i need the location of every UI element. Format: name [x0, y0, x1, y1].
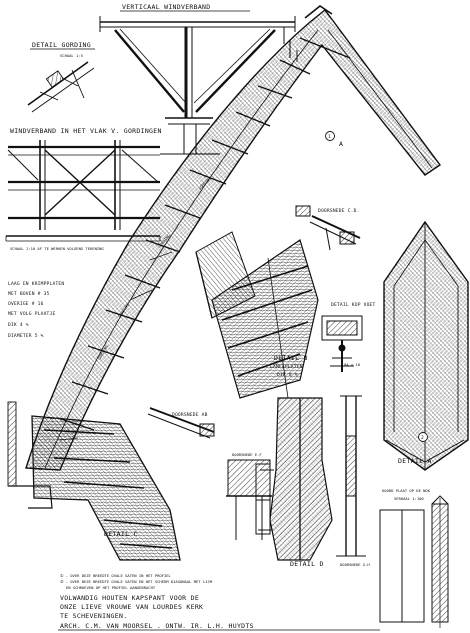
title-line-1: VOLWANDIG HOUTEN KAPSPANT VOOR DE [60, 594, 199, 602]
section-cd [295, 205, 361, 251]
label-schaal-gording: SCHAAL 1:5 [60, 53, 83, 58]
label-verhouding: VERHAAL 1:100 [394, 496, 424, 501]
mark-a-top: A [339, 140, 343, 148]
purlin-detail [27, 61, 95, 113]
head-foot-detail [321, 315, 363, 372]
callout-1-top: 1 A [325, 131, 343, 148]
label-doorsnede-cd: DOORSNEDE C.D. [318, 208, 360, 214]
svg-text:DETAIL B: DETAIL B [274, 354, 308, 362]
label-verticaal-windverband: VERTICAAL WINDVERBAND [122, 3, 210, 11]
svg-text:DIK 8 %: DIK 8 % [277, 372, 298, 378]
svg-text:1: 1 [328, 134, 331, 140]
title-line-2: ONZE LIEVE VROUWE VAN LOURDES KERK [60, 603, 203, 611]
detail-b-label: DETAIL B LAMELPLATEN DIK 8 % [270, 354, 308, 378]
section-ab [147, 407, 215, 439]
svg-text:LAMELPLATEN: LAMELPLATEN [270, 364, 303, 370]
center-panel [195, 231, 256, 319]
title-block: VOLWANDIG HOUTEN KAPSPANT VOOR DE ONZE L… [58, 594, 380, 631]
section-ef [226, 459, 272, 540]
note-1: ① - OVER DEZE BREEDTE OVALE GATEN IN HET… [60, 573, 172, 578]
lagen-line-3: MET VOLG PLAATJE [8, 311, 55, 317]
label-detail-a: DETAIL A [398, 457, 432, 465]
lamella-spec-list: LAAG EN KRIMPPLATEN MET BOVEN # 35 OVERI… [8, 281, 64, 339]
lagen-title: LAAG EN KRIMPPLATEN [8, 281, 64, 287]
svg-text:2: 2 [421, 435, 424, 441]
ridge-plate-detail [379, 495, 449, 628]
vertical-column-detail [336, 395, 366, 557]
lagen-line-4: DIK 4 % [8, 322, 29, 328]
detail-d [255, 397, 333, 561]
label-detail-kop: DETAIL KOP VOET [331, 302, 376, 308]
label-detail-gording: DETAIL GORDING [32, 41, 91, 49]
note-2: ② - OVER DEZE BREEDTE OVALE GATEN EN HET… [60, 579, 213, 584]
label-dimension-note: SCHAAL 1:10 AF TE WERKEN VOLGENS TEKENIN… [10, 246, 104, 251]
title-line-4: ARCH. C.M. VAN MOORSEL . ONTW. IR. L.H. … [60, 622, 254, 630]
label-detail-d: DETAIL D [290, 560, 324, 568]
detail-a [383, 220, 469, 471]
label-koord-plaat: KOORD PLAAT OP DE NOK [382, 488, 431, 493]
callout-2: 2 [418, 432, 428, 442]
detail-b [211, 239, 319, 399]
horizontal-wind-bracing-plan [7, 140, 160, 230]
label-doorsnede-gh: DOORSNEDE G-H [340, 562, 370, 567]
label-doorsnede-ab: DOORSNEDE AB [172, 412, 208, 418]
label-doorsnede-ef: DOORSNEDE E-F [232, 452, 262, 457]
label-windverband-vlak: WINDVERBAND IN HET VLAK V. GORDINGEN [10, 127, 162, 135]
notes-block: ① - OVER DEZE BREEDTE OVALE GATEN IN HET… [60, 573, 213, 590]
lagen-line-1: MET BOVEN # 35 [8, 291, 50, 297]
label-detail-c: DETAIL C [104, 530, 138, 538]
lagen-line-2: OVERIGE # 16 [8, 301, 44, 307]
title-line-3: TE SCHEVENINGEN. [60, 612, 127, 620]
detail-c [7, 401, 181, 561]
lagen-line-5: DIAMETER 5 % [8, 333, 44, 339]
note-3: EN SCHROEVEN OP HET PROFIEL AANGEBRACHT [66, 585, 156, 590]
label-dim-04: 04 x 10 [344, 362, 361, 367]
